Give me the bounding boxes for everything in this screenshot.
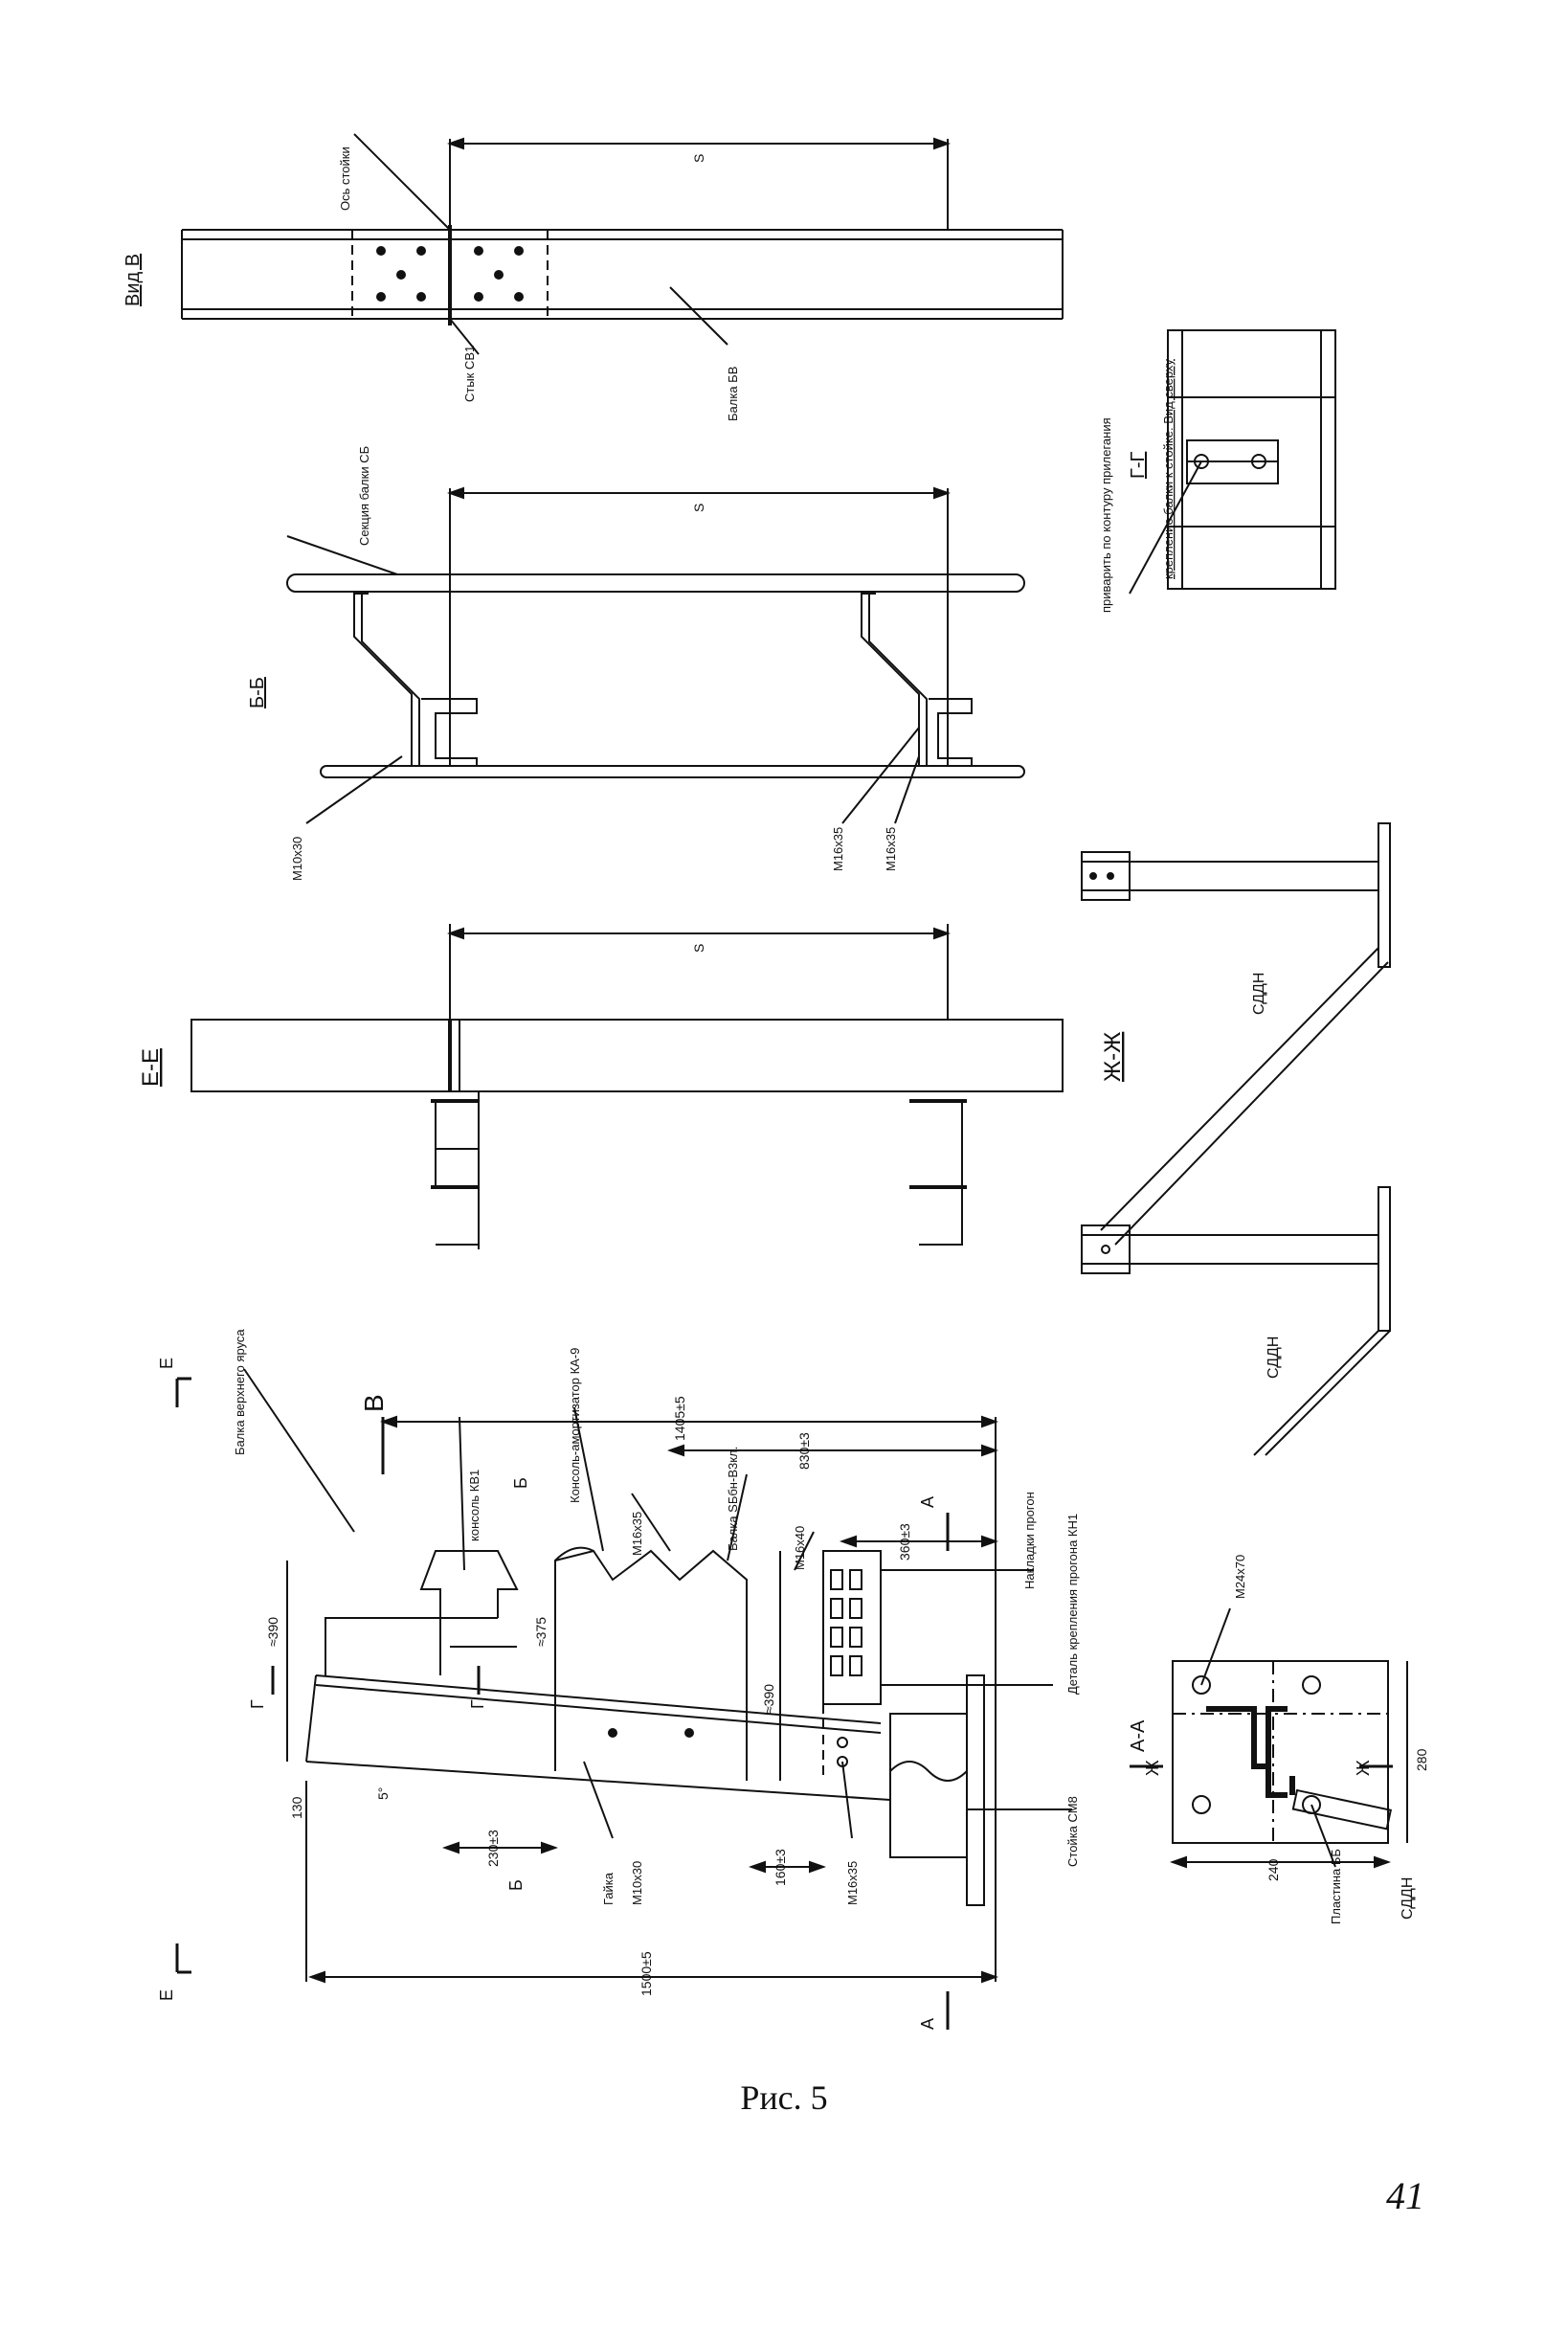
view-e-e [190,924,1064,1249]
note-beam-bv: Балка БВ [726,367,740,421]
section-letter-b-bottom: Б [506,1879,526,1891]
dim-1500: 1500±5 [638,1951,654,1996]
dim-5deg: 5° [375,1787,391,1800]
dim-240: 240 [1266,1858,1281,1881]
note-upper-beam: Балка верхнего яруса [233,1329,247,1455]
note-bolt-m10x30-main: М10х30 [630,1861,644,1905]
label-zh-zh: Ж-Ж [1100,1032,1126,1082]
section-letter-zh-1: Ж [1143,1760,1162,1776]
note-console: консоль КВ1 [467,1470,482,1541]
section-letter-a-top: А [918,1496,937,1508]
dim-130: 130 [289,1796,304,1819]
note-beam-sbd: Балка SБбн-B3кл. [726,1447,740,1551]
section-letter-v: В [359,1394,389,1412]
dim-1405: 1405±5 [672,1396,687,1441]
section-letter-e-bottom: Е [157,1989,176,2001]
main-assembly-view [175,1368,1072,2030]
section-letter-g-2: Г [468,1699,487,1709]
note-weld: приварить по контуру прилегания [1099,417,1113,613]
view-v [181,133,1064,355]
view-g-g [1129,329,1336,595]
note-post-sm8: Стойка СМ8 [1065,1796,1080,1867]
note-joint: Стык СВ1 [462,346,477,402]
note-bolt-m16x40: М16х40 [793,1526,807,1570]
label-e-e: Е-Е [138,1048,164,1087]
page-number: 41 [1386,2174,1424,2217]
note-nut: Гайка [601,1872,616,1905]
dim-280: 280 [1414,1748,1429,1771]
dim-s-3: S [691,944,706,953]
view-zh-zh [1081,822,1391,1456]
dim-160: 160±3 [773,1849,788,1886]
note-bolt-m10x30-b: М10х30 [290,837,304,881]
section-letter-b-top: Б [511,1477,530,1489]
note-plate: Пластина ББ [1329,1849,1343,1924]
dim-375: ≈375 [533,1617,549,1647]
view-a-a [1130,1607,1408,1869]
dim-s-2: S [691,504,706,512]
note-bolt-m24x70: М24х70 [1233,1555,1247,1599]
note-sddn-1: СДДН [1251,973,1267,1015]
note-bolt-m16x35-main: М16х35 [630,1512,644,1556]
note-sddn-3: СДДН [1400,1877,1416,1920]
note-sddn-2: СДДН [1266,1336,1282,1379]
section-letter-e-top: Е [157,1358,176,1369]
note-bolt-m16x35-b2: М16х35 [884,827,898,871]
note-gg-caption: крепление балки к стойке. Вид сверху [1161,359,1176,579]
dim-230: 230±3 [485,1830,501,1867]
section-letter-a-bottom: А [918,2018,937,2030]
label-b-b: Б-Б [247,677,268,708]
label-g-g: Г-Г [1128,452,1149,479]
note-beam-section: Секция балки СБ [357,446,371,546]
section-letter-g-1: Г [248,1699,267,1709]
view-b-b [286,486,1025,824]
label-a-a: А-А [1128,1719,1149,1752]
dim-360: 360±3 [897,1523,912,1561]
dim-s-1: S [691,154,706,163]
note-fastening-detail: Деталь крепления прогона КН1 [1065,1514,1080,1695]
dim-390a: ≈390 [265,1617,280,1647]
note-washer: Накладки прогон [1022,1492,1037,1589]
note-console-absorber: Консоль-амортизатор КА-9 [568,1348,582,1503]
note-axis-post: Ось стойки [338,146,352,211]
dim-390b: ≈390 [761,1684,776,1714]
figure-caption: Рис. 5 [740,2078,828,2117]
note-bolt-m16x35-lower: М16х35 [845,1861,860,1905]
section-letter-zh-2: Ж [1354,1760,1373,1776]
dim-830: 830±3 [796,1432,812,1470]
label-vid-v: Вид В [123,254,144,306]
note-bolt-m16x35-b1: М16х35 [831,827,845,871]
